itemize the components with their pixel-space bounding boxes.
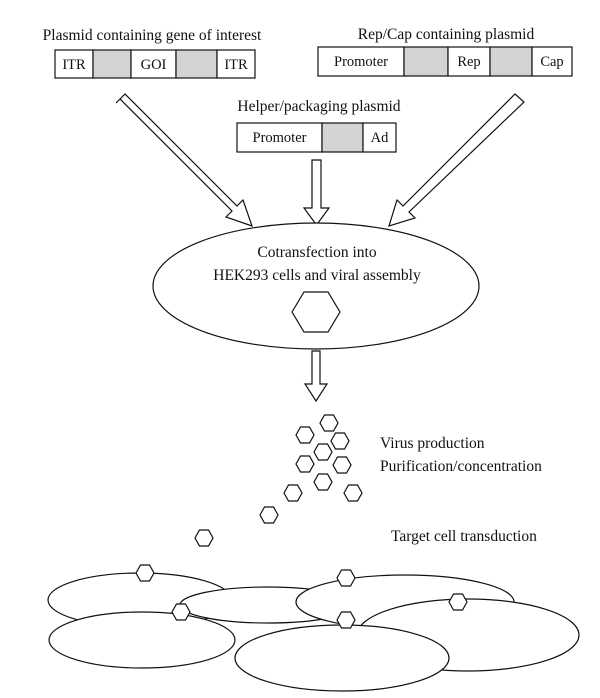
- plasmid-goi-title: Plasmid containing gene of interest: [43, 27, 262, 44]
- target-cell: [234, 624, 450, 692]
- repcap-promoter-label: Promoter: [334, 54, 388, 70]
- virus-particles: [194, 414, 363, 547]
- bound-virus-icon: [336, 611, 356, 629]
- helper-promoter-label: Promoter: [253, 130, 307, 146]
- cotransfection-line-1: Cotransfection into: [257, 244, 376, 261]
- goi-itr-right-label: ITR: [224, 57, 248, 73]
- repcap-spacer-2: [489, 46, 533, 77]
- target-cells: [47, 564, 580, 692]
- repcap-rep-label: Rep: [457, 54, 480, 70]
- goi-segment-label: GOI: [141, 57, 167, 73]
- virus-particle-icon: [332, 456, 352, 474]
- helper-ad: [362, 122, 397, 153]
- arrow-repcap-to-cells: [388, 93, 525, 227]
- purification-label: Purification/concentration: [380, 458, 542, 475]
- repcap-cap-label: Cap: [540, 54, 563, 70]
- arrow-helper-to-cells: [302, 159, 331, 227]
- virus-particle-icon: [295, 426, 315, 444]
- virus-particle-icon: [313, 473, 333, 491]
- plasmid-helper: Promoter Ad: [236, 122, 397, 153]
- bound-virus-icon: [171, 603, 191, 621]
- bound-virus-icon: [336, 569, 356, 587]
- repcap-rep: [447, 46, 491, 77]
- goi-itr-left-label: ITR: [62, 57, 86, 73]
- plasmid-repcap: Promoter Rep Cap: [317, 46, 573, 77]
- repcap-spacer-1: [403, 46, 449, 77]
- target-cell: [48, 611, 236, 669]
- virus-particle-icon: [313, 443, 333, 461]
- goi-segment: [130, 49, 177, 79]
- virus-particle-icon: [343, 484, 363, 502]
- plasmid-goi: ITR GOI ITR: [54, 49, 256, 79]
- virus-particle-icon: [283, 484, 303, 502]
- hek293-cell: [152, 222, 480, 350]
- virus-particle-icon: [194, 529, 214, 547]
- goi-itr-left: [54, 49, 94, 79]
- plasmid-helper-title: Helper/packaging plasmid: [237, 98, 400, 115]
- virus-particle-icon: [259, 506, 279, 524]
- goi-spacer-2: [175, 49, 218, 79]
- arrow-goi-to-cells: [115, 93, 253, 227]
- helper-promoter: [236, 122, 323, 153]
- helper-spacer: [321, 122, 364, 153]
- goi-spacer-1: [92, 49, 132, 79]
- repcap-cap: [531, 46, 573, 77]
- virus-particle-icon: [319, 414, 339, 432]
- bound-virus-icon: [135, 564, 155, 582]
- goi-itr-right: [216, 49, 256, 79]
- virus-production-label: Virus production: [380, 435, 485, 452]
- cotransfection-line-2: HEK293 cells and viral assembly: [213, 267, 421, 284]
- virus-particle-icon: [330, 432, 350, 450]
- virus-particle-icon: [295, 455, 315, 473]
- helper-ad-label: Ad: [371, 130, 389, 146]
- arrow-to-virus-production: [303, 350, 329, 403]
- target-cell-transduction-label: Target cell transduction: [391, 528, 537, 545]
- plasmid-repcap-title: Rep/Cap containing plasmid: [358, 26, 535, 43]
- assembled-virus-icon: [291, 291, 341, 333]
- bound-virus-icon: [448, 593, 468, 611]
